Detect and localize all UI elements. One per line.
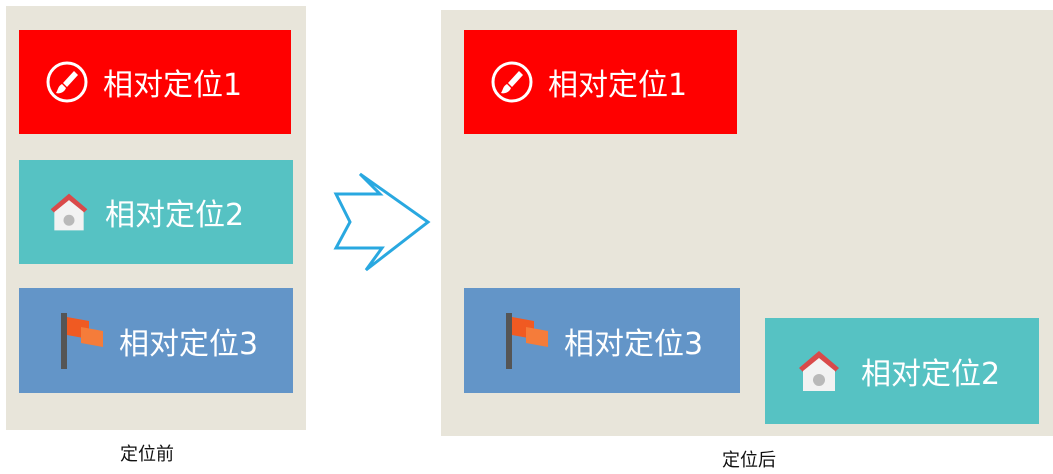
brush-icon bbox=[490, 60, 534, 104]
box-label: 相对定位2 bbox=[105, 198, 245, 233]
after-box-relative-2: 相对定位2 bbox=[765, 318, 1039, 424]
house-icon bbox=[47, 190, 91, 234]
before-box-relative-2: 相对定位2 bbox=[19, 160, 293, 264]
before-box-relative-3: 相对定位3 bbox=[19, 288, 293, 393]
right-arrow-icon bbox=[333, 172, 431, 272]
box-label: 相对定位1 bbox=[103, 68, 243, 103]
box-label: 相对定位3 bbox=[564, 326, 704, 362]
after-box-relative-3: 相对定位3 bbox=[464, 288, 740, 393]
flag-icon bbox=[55, 311, 109, 371]
before-box-relative-1: 相对定位1 bbox=[19, 30, 291, 134]
caption-before: 定位前 bbox=[120, 444, 174, 465]
box-label: 相对定位3 bbox=[119, 326, 259, 362]
caption-after: 定位后 bbox=[722, 450, 776, 471]
flag-icon bbox=[500, 311, 554, 371]
after-box-relative-1: 相对定位1 bbox=[464, 30, 737, 134]
box-label: 相对定位1 bbox=[548, 68, 688, 103]
brush-icon bbox=[45, 60, 89, 104]
house-icon bbox=[795, 347, 843, 395]
box-label: 相对定位2 bbox=[861, 357, 1001, 392]
